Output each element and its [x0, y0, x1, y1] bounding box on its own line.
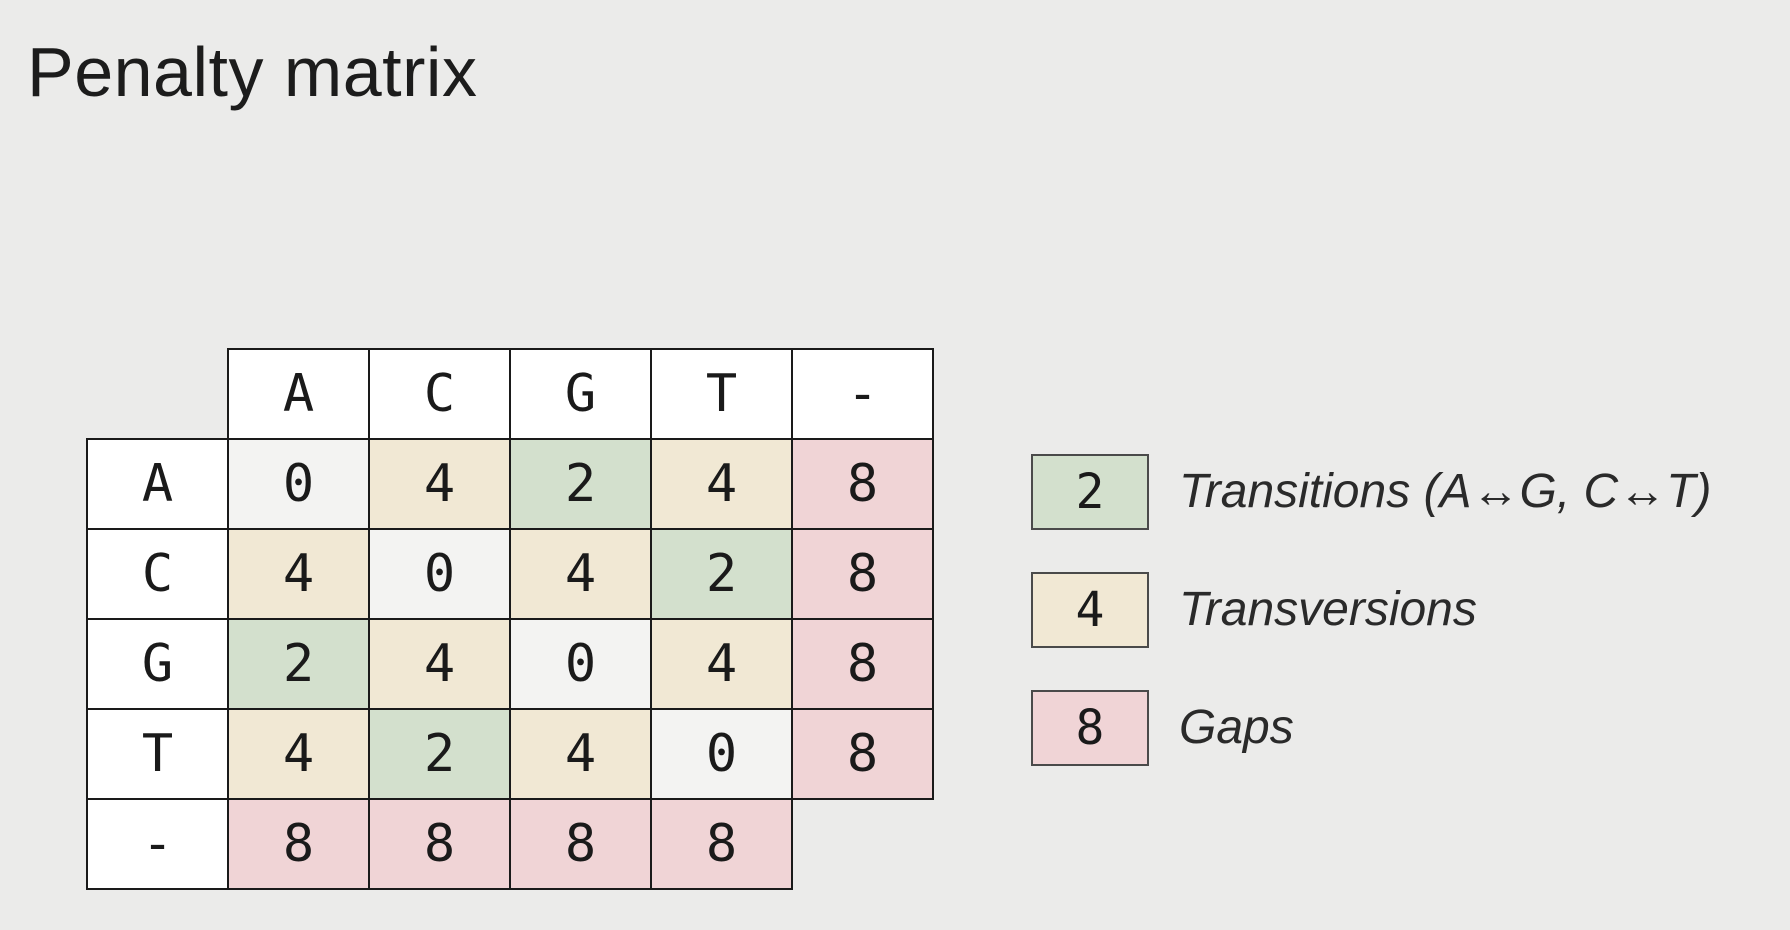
matrix-cell: 4 [650, 438, 793, 530]
page-title: Penalty matrix [27, 33, 478, 111]
matrix-cell: 8 [791, 438, 934, 530]
legend-label: Transversions [1179, 583, 1477, 636]
legend-swatch: 2 [1031, 454, 1149, 530]
column-header: - [791, 348, 934, 440]
legend-label: Gaps [1179, 701, 1294, 754]
matrix-cell: 4 [227, 708, 370, 800]
matrix-cell: 8 [791, 528, 934, 620]
matrix-cell: 2 [227, 618, 370, 710]
legend-item-transition: 2 Transitions (A↔G, C↔T) [1031, 454, 1771, 532]
matrix-cell: 4 [650, 618, 793, 710]
row-header: - [86, 798, 229, 890]
row-header: T [86, 708, 229, 800]
legend-item-transversion: 4 Transversions [1031, 572, 1771, 650]
column-header: T [650, 348, 793, 440]
matrix-cell: 2 [650, 528, 793, 620]
legend-item-gap: 8 Gaps [1031, 690, 1771, 768]
matrix-cell: 2 [368, 708, 511, 800]
matrix-cell: 8 [650, 798, 793, 890]
matrix-cell: 4 [509, 708, 652, 800]
legend-swatch: 4 [1031, 572, 1149, 648]
matrix-cell: 0 [509, 618, 652, 710]
row-header: C [86, 528, 229, 620]
matrix-cell: 8 [368, 798, 511, 890]
column-header: G [509, 348, 652, 440]
matrix-cell: 8 [791, 618, 934, 710]
matrix-cell: 8 [509, 798, 652, 890]
matrix-cell: 4 [368, 618, 511, 710]
matrix-cell: 0 [368, 528, 511, 620]
legend-swatch: 8 [1031, 690, 1149, 766]
matrix-cell: 0 [227, 438, 370, 530]
column-header: C [368, 348, 511, 440]
row-header: A [86, 438, 229, 530]
column-header: A [227, 348, 370, 440]
matrix-cell: 4 [368, 438, 511, 530]
matrix-cell: 8 [227, 798, 370, 890]
matrix-cell: 2 [509, 438, 652, 530]
matrix-cell: 0 [650, 708, 793, 800]
matrix-cell: 8 [791, 708, 934, 800]
legend-label: Transitions (A↔G, C↔T) [1179, 465, 1712, 518]
row-header: G [86, 618, 229, 710]
matrix-cell: 4 [227, 528, 370, 620]
legend: 2 Transitions (A↔G, C↔T) 4 Transversions 8 Ga… [1031, 454, 1771, 774]
matrix-cell: 4 [509, 528, 652, 620]
